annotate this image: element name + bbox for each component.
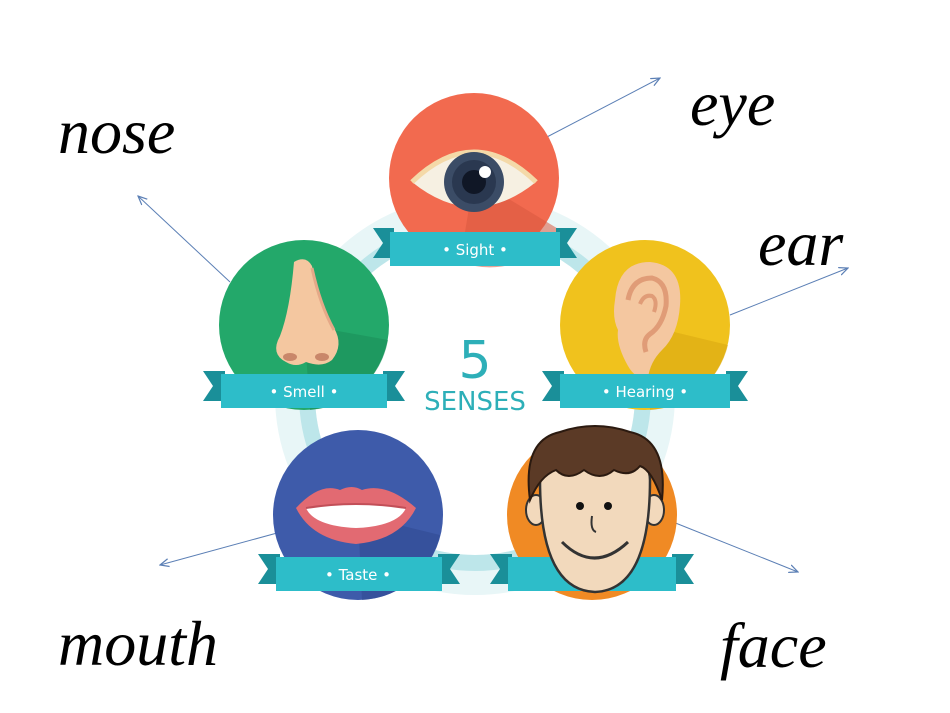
arrow-eye <box>544 78 660 139</box>
eye-icon <box>410 149 538 212</box>
label-mouth: mouth <box>58 608 218 679</box>
sense-touch <box>490 425 694 600</box>
label-nose: nose <box>58 96 176 167</box>
nose-icon <box>276 259 339 365</box>
arrow-mouth <box>160 529 289 565</box>
arrow-face <box>667 519 798 572</box>
center-label: SENSES <box>424 387 526 417</box>
hearing-banner-label: • Hearing • <box>602 383 688 401</box>
label-eye: eye <box>690 68 776 139</box>
label-face: face <box>720 610 827 681</box>
sense-hearing: • Hearing • <box>542 240 748 410</box>
smell-banner: • Smell • <box>203 371 405 408</box>
sight-banner-label: • Sight • <box>442 241 508 259</box>
sense-taste: • Taste • <box>258 430 460 600</box>
taste-banner: • Taste • <box>258 554 460 591</box>
label-ear: ear <box>758 208 844 279</box>
sense-smell: • Smell • <box>203 240 405 410</box>
hearing-banner: • Hearing • <box>542 371 748 408</box>
taste-banner-label: • Taste • <box>325 566 391 584</box>
sight-banner: • Sight • <box>373 228 577 266</box>
mouth-icon <box>296 487 416 544</box>
arrow-ear <box>729 268 848 316</box>
face-icon <box>525 425 665 594</box>
smell-banner-label: • Smell • <box>270 383 339 401</box>
arrow-nose <box>138 196 231 283</box>
ear-icon <box>614 262 681 379</box>
sense-sight: • Sight • <box>373 93 577 268</box>
center-number: 5 <box>458 331 491 391</box>
